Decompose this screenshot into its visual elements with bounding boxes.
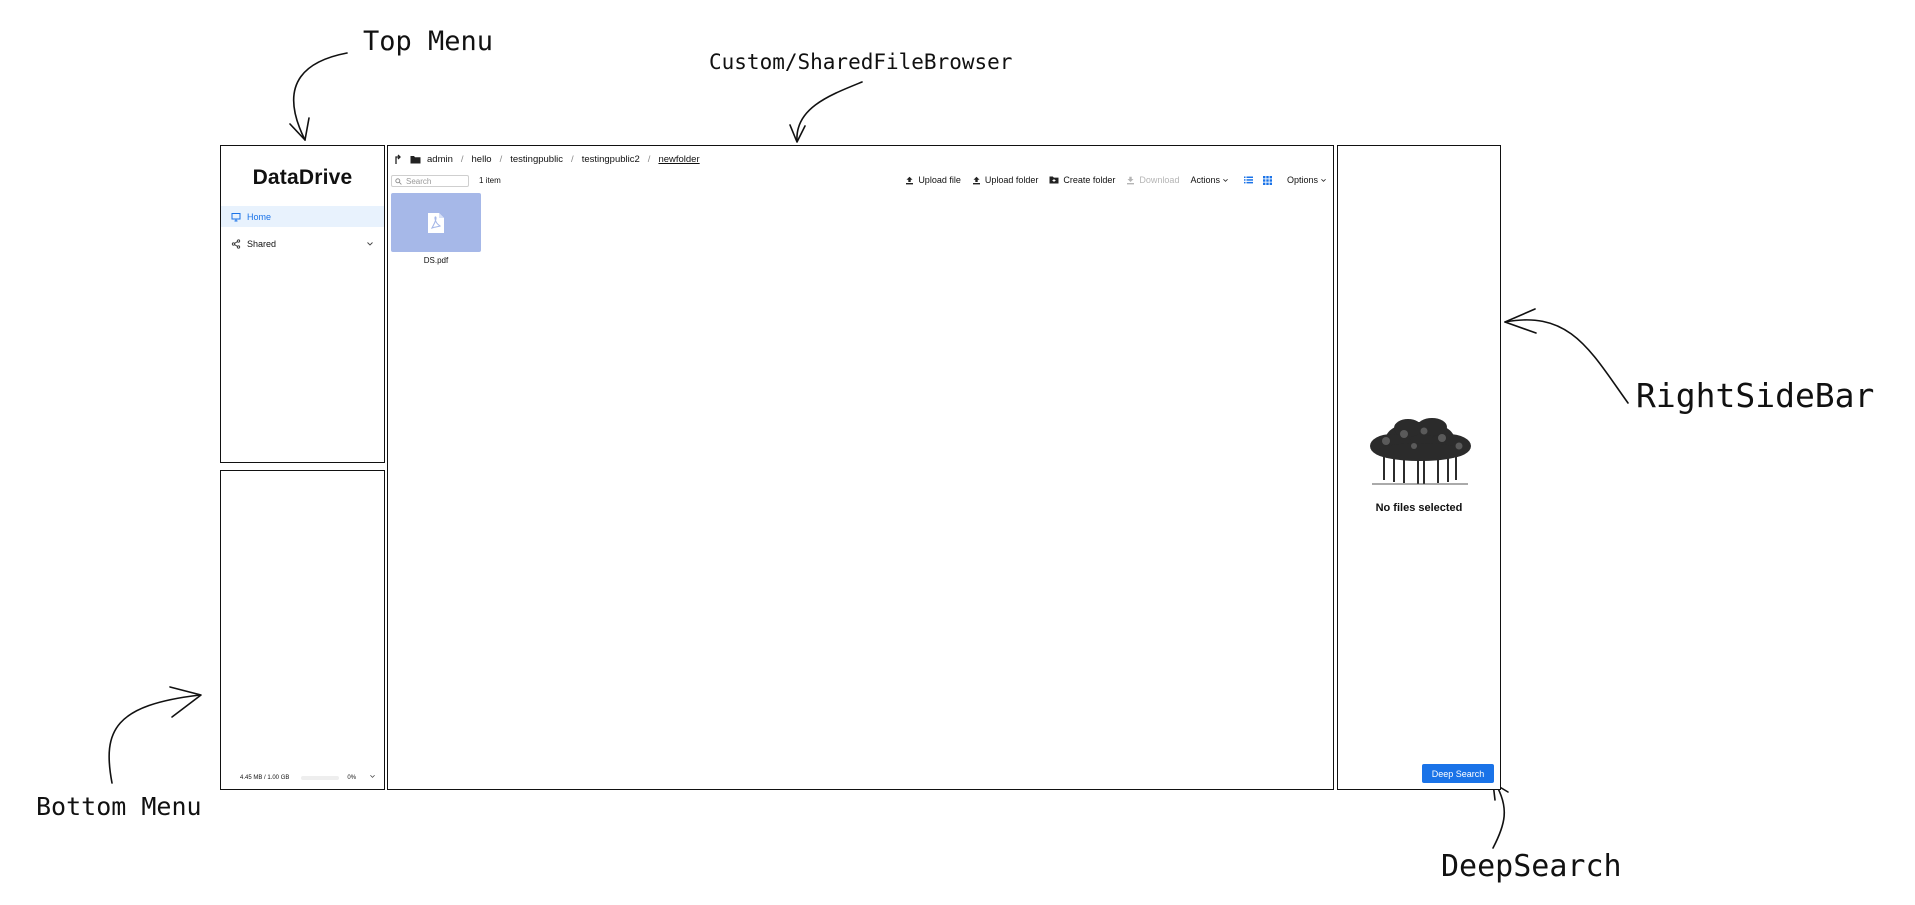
breadcrumb: admin / hello / testingpublic / testingp… [394, 154, 700, 165]
file-name: DS.pdf [423, 256, 449, 265]
toolbar: Upload file Upload folder Create folder … [894, 175, 1331, 185]
chevron-down-icon [1223, 178, 1228, 182]
sidebar-item-shared[interactable]: Shared [221, 233, 384, 254]
annotation-deep-search: DeepSearch [1441, 849, 1622, 884]
tree-illustration-icon [1370, 418, 1471, 485]
chevron-down-icon[interactable] [369, 774, 376, 781]
storage-percent: 0% [347, 774, 357, 781]
grid-view-button[interactable] [1262, 175, 1276, 185]
create-folder-button[interactable]: Create folder [1049, 175, 1115, 185]
breadcrumb-separator: / [571, 154, 574, 165]
annotation-bottom-menu: Bottom Menu [36, 792, 202, 821]
file-browser-panel: admin / hello / testingpublic / testingp… [387, 145, 1334, 790]
folder-icon [410, 155, 421, 164]
item-count: 1 item [479, 176, 501, 185]
pdf-file-icon [428, 212, 444, 233]
breadcrumb-current[interactable]: newfolder [658, 154, 700, 165]
breadcrumb-item[interactable]: hello [471, 154, 492, 165]
breadcrumb-item[interactable]: testingpublic [510, 154, 564, 165]
upload-folder-button[interactable]: Upload folder [972, 175, 1038, 185]
annotation-top-menu: Top Menu [363, 26, 494, 57]
no-files-message: No files selected [1375, 502, 1463, 514]
go-up-icon[interactable] [394, 154, 402, 165]
storage-progress-bar [301, 775, 340, 780]
annotation-file-browser: Custom/SharedFileBrowser [709, 50, 1013, 74]
monitor-icon [231, 212, 241, 222]
sidebar-item-label: Shared [247, 238, 277, 249]
arrow-file-browser [789, 81, 863, 143]
app-logo: DataDrive [252, 166, 353, 189]
grid-view-icon [1262, 175, 1272, 185]
share-icon [231, 238, 241, 249]
arrow-deep-search [1492, 782, 1509, 849]
annotation-right-sidebar: RightSideBar [1636, 376, 1875, 415]
list-view-icon [1243, 176, 1253, 184]
upload-file-button[interactable]: Upload file [905, 175, 961, 185]
breadcrumb-item[interactable]: testingpublic2 [581, 154, 640, 165]
top-menu-panel: DataDrive Home Shared [220, 145, 385, 463]
arrow-right-sidebar [1504, 308, 1629, 404]
breadcrumb-separator: / [647, 154, 651, 165]
upload-icon [972, 176, 980, 184]
storage-text: 4.45 MB / 1.00 GB [240, 774, 290, 781]
breadcrumb-separator: / [499, 154, 503, 165]
bottom-menu-panel: 4.45 MB / 1.00 GB 0% [220, 470, 385, 790]
chevron-down-icon [1321, 178, 1326, 182]
download-icon [1127, 176, 1135, 184]
sidebar-item-label: Home [247, 211, 272, 222]
arrow-top-menu [289, 52, 348, 141]
chevron-down-icon[interactable] [366, 239, 374, 249]
search-input[interactable]: Search [391, 175, 469, 187]
search-icon [395, 177, 402, 185]
upload-icon [906, 176, 914, 184]
storage-usage: 4.45 MB / 1.00 GB 0% [221, 774, 384, 781]
right-sidebar-panel: No files selected Deep Search [1337, 145, 1501, 790]
list-view-button[interactable] [1243, 176, 1257, 184]
download-button[interactable]: Download [1126, 175, 1179, 185]
arrow-bottom-menu [108, 686, 202, 784]
actions-dropdown[interactable]: Actions [1190, 175, 1233, 185]
deep-search-button[interactable]: Deep Search [1422, 764, 1494, 783]
folder-plus-icon [1049, 176, 1059, 184]
breadcrumb-item[interactable]: admin [427, 154, 453, 165]
options-dropdown[interactable]: Options [1287, 175, 1331, 185]
breadcrumb-separator: / [460, 154, 464, 165]
search-placeholder: Search [406, 176, 432, 186]
sidebar-item-home[interactable]: Home [221, 206, 384, 227]
file-tile[interactable] [391, 193, 481, 252]
